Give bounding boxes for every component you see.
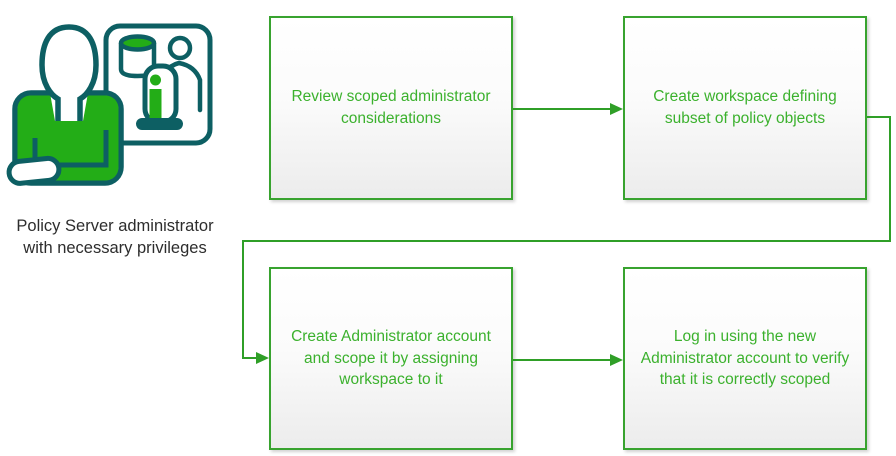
flow-step-1: Review scoped administrator consideratio…: [269, 16, 513, 200]
arrowhead-icon: [256, 352, 269, 364]
flow-step-3: Create Administrator account and scope i…: [269, 267, 513, 450]
flow-step-2: Create workspace defining subset of poli…: [623, 16, 867, 200]
administrator-person-icon: [6, 24, 124, 186]
flow-step-2-label: Create workspace defining subset of poli…: [653, 88, 837, 127]
policy-server-administrator-icon: [6, 23, 213, 186]
flow-step-4-label: Log in using the new Administrator accou…: [640, 327, 850, 389]
flow-step-4: Log in using the new Administrator accou…: [623, 267, 867, 450]
flow-step-3-label: Create Administrator account and scope i…: [291, 327, 491, 389]
edge-step3-step4: [513, 354, 623, 366]
flow-step-1-label: Review scoped administrator consideratio…: [291, 88, 491, 127]
server-pillar-icon: [136, 63, 183, 130]
arrowhead-icon: [610, 103, 623, 115]
arrowhead-icon: [610, 354, 623, 366]
administrator-figure: Policy Server administrator with necessa…: [3, 20, 231, 257]
figure-caption: Policy Server administrator with necessa…: [16, 217, 214, 257]
edge-step1-step2: [513, 103, 623, 115]
